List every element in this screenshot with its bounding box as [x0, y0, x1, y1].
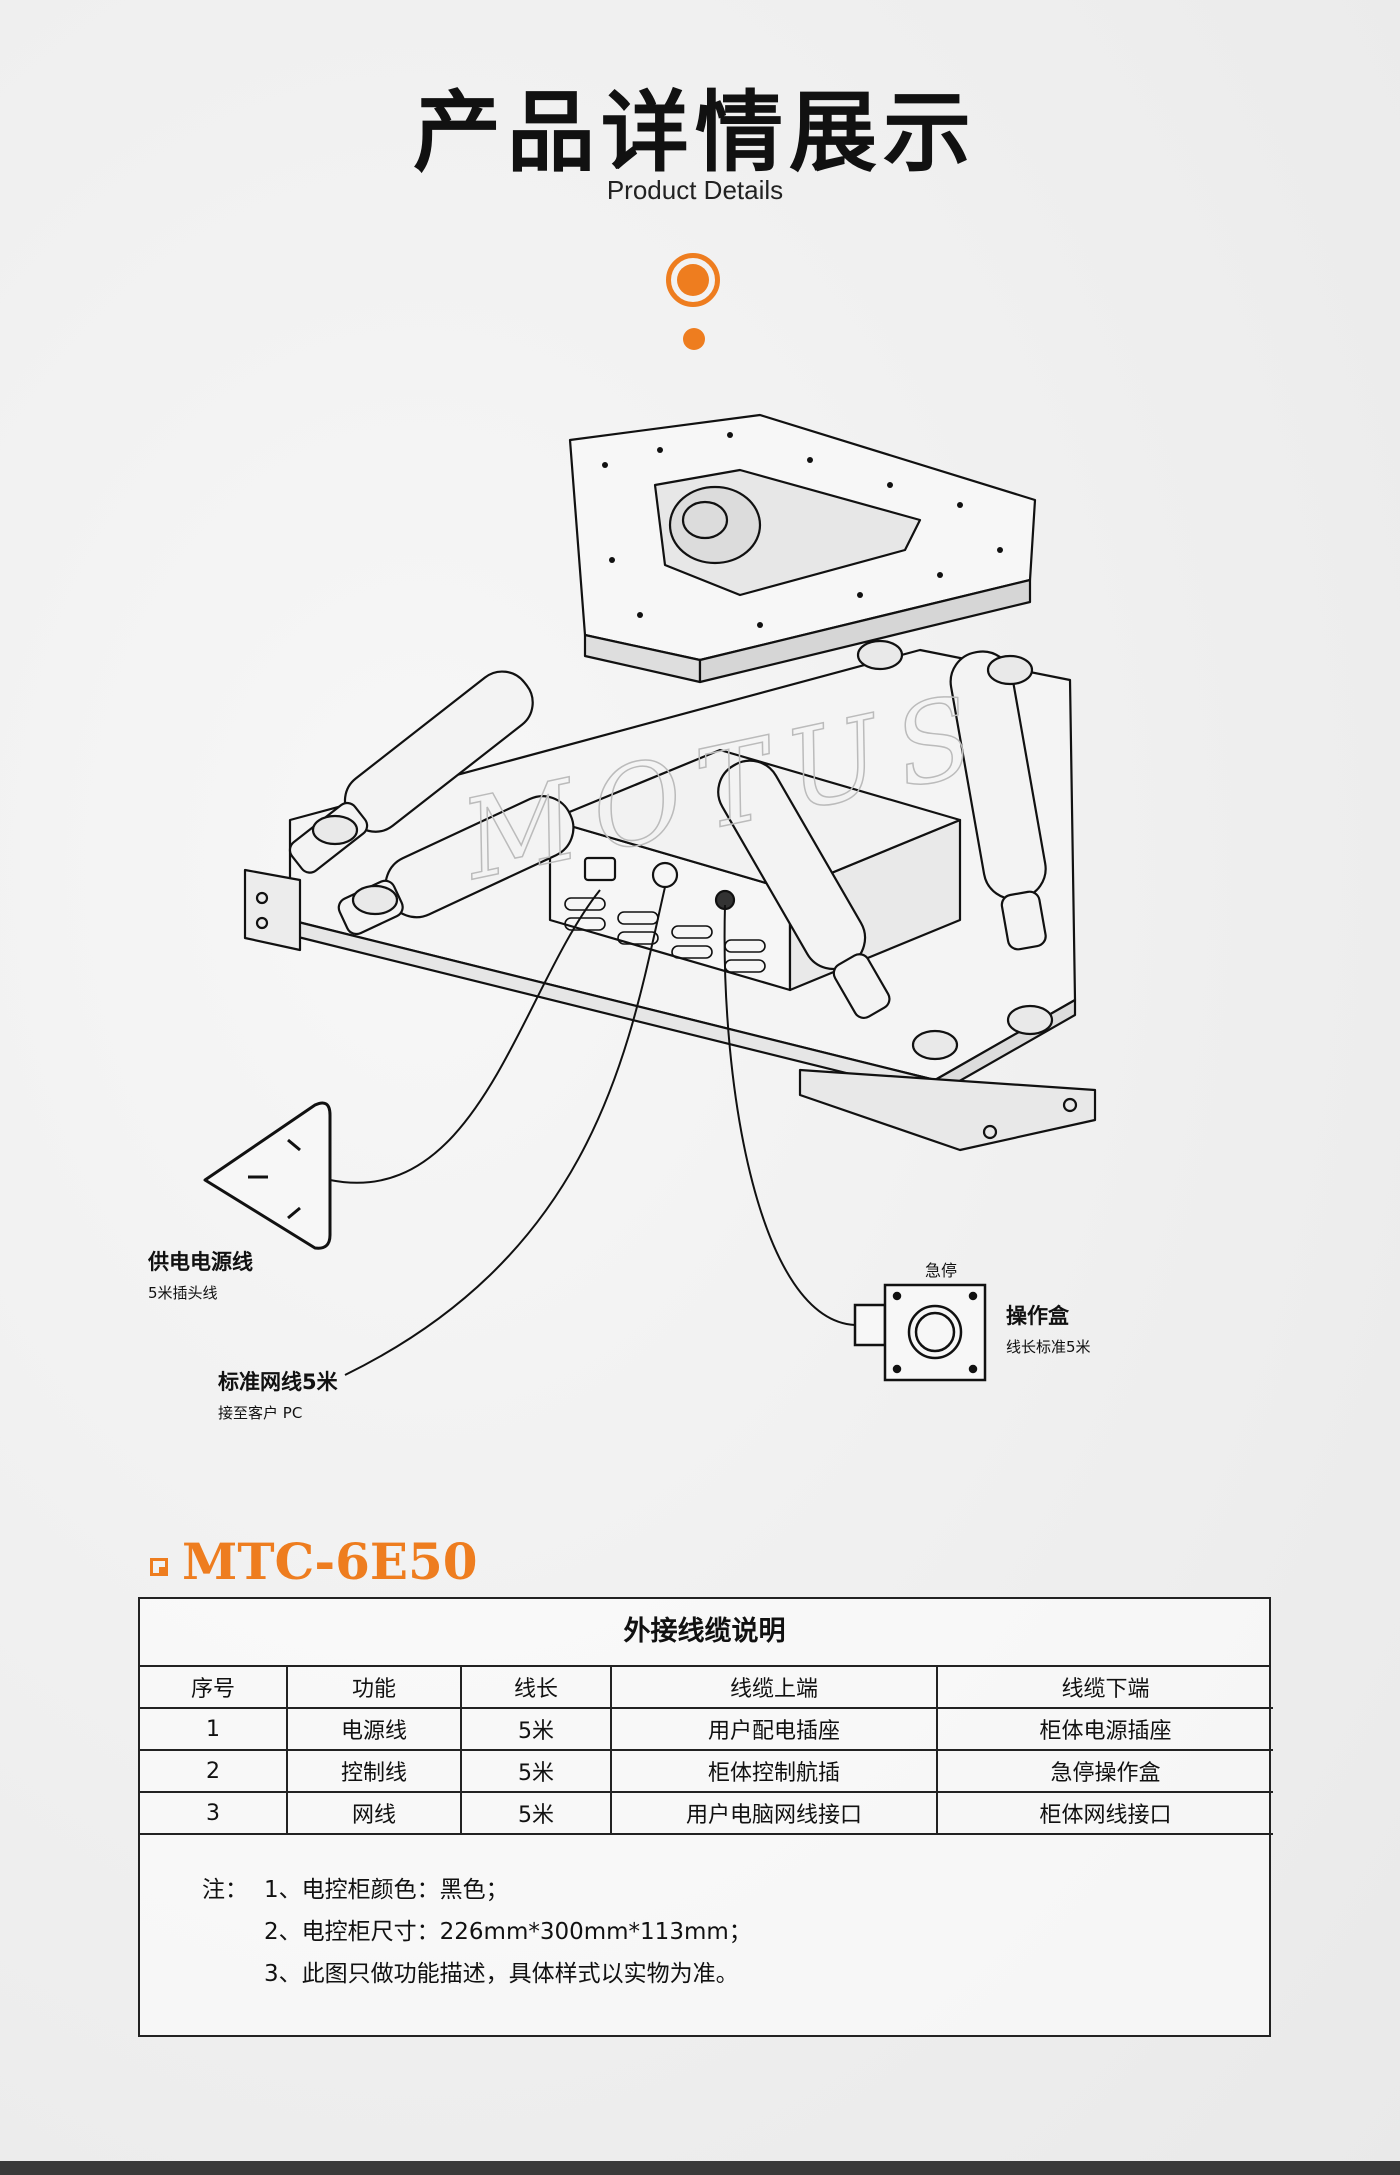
page-title: 产品详情展示 [412, 81, 977, 184]
table-row: 2 控制线 5米 柜体控制航插 急停操作盒 [140, 1749, 1273, 1793]
notes-label: 注： [202, 1877, 248, 1903]
network-cable-label: 标准网线5米 接至客户 PC [218, 1370, 338, 1422]
model-name: MTC-6E50 [182, 1532, 478, 1591]
orange-ring-decoration [666, 253, 720, 307]
top-platform [568, 413, 1037, 684]
table-cell: 急停操作盒 [936, 1749, 1273, 1793]
table-cell: 1 [140, 1707, 288, 1751]
column-header: 线缆上端 [610, 1667, 938, 1709]
note-item: 2、电控柜尺寸：226mm*300mm*113mm； [264, 1919, 752, 1945]
table-cell: 柜体控制航插 [610, 1749, 938, 1793]
orange-dot-decoration [677, 264, 709, 296]
power-plug-icon [203, 1101, 332, 1250]
square-bullet-icon [150, 1557, 168, 1576]
note-item: 3、此图只做功能描述，具体样式以实物为准。 [264, 1961, 739, 1987]
model-heading: MTC-6E50 [150, 1532, 478, 1591]
table-row: 3 网线 5米 用户电脑网线接口 柜体网线接口 [140, 1791, 1273, 1835]
operation-box-label: 操作盒 线长标准5米 [1006, 1304, 1091, 1356]
cable-spec-table: 外接线缆说明 序号 功能 线长 线缆上端 线缆下端 1 电源线 5米 用户配电插… [138, 1597, 1273, 2037]
page-subtitle: Product Details [606, 175, 784, 205]
table-cell: 柜体电源插座 [936, 1707, 1273, 1751]
hexapod-platform-drawing: MOTUS [203, 413, 1097, 1382]
table-cell: 5米 [460, 1791, 612, 1835]
table-cell: 2 [140, 1749, 288, 1793]
column-header: 线长 [460, 1667, 612, 1709]
power-cable [329, 889, 601, 1184]
universal-joints [311, 639, 1054, 1061]
actuator-legs [288, 650, 1047, 1019]
bottom-bar [0, 2161, 1400, 2175]
table-row: 1 电源线 5米 用户配电插座 柜体电源插座 [140, 1707, 1273, 1751]
table-cell: 网线 [286, 1791, 462, 1835]
cable-table-grid: 序号 功能 线长 线缆上端 线缆下端 1 电源线 5米 用户配电插座 柜体电源插… [140, 1667, 1273, 1835]
column-header: 功能 [286, 1667, 462, 1709]
estop-label: 急停 [925, 1261, 958, 1280]
table-header-row: 序号 功能 线长 线缆上端 线缆下端 [140, 1667, 1273, 1709]
note-item: 1、电控柜颜色：黑色； [264, 1877, 509, 1903]
table-cell: 5米 [460, 1749, 612, 1793]
table-notes: 注： 1、电控柜颜色：黑色； 2、电控柜尺寸：226mm*300mm*113mm… [140, 1835, 1269, 1995]
table-cell: 用户电脑网线接口 [610, 1791, 938, 1835]
estop-box-icon [853, 1283, 987, 1382]
table-caption: 外接线缆说明 [140, 1599, 1269, 1667]
table-cell: 电源线 [286, 1707, 462, 1751]
table-cell: 控制线 [286, 1749, 462, 1793]
table-cell: 柜体网线接口 [936, 1791, 1273, 1835]
table-cell: 5米 [460, 1707, 612, 1751]
table-cell: 用户配电插座 [610, 1707, 938, 1751]
network-cable [344, 886, 666, 1376]
column-header: 线缆下端 [936, 1667, 1273, 1709]
column-header: 序号 [140, 1667, 288, 1709]
control-cable [723, 904, 856, 1326]
table-cell: 3 [140, 1791, 288, 1835]
orange-small-dot-decoration [683, 328, 705, 350]
power-cable-label: 供电电源线 5米插头线 [148, 1250, 253, 1302]
